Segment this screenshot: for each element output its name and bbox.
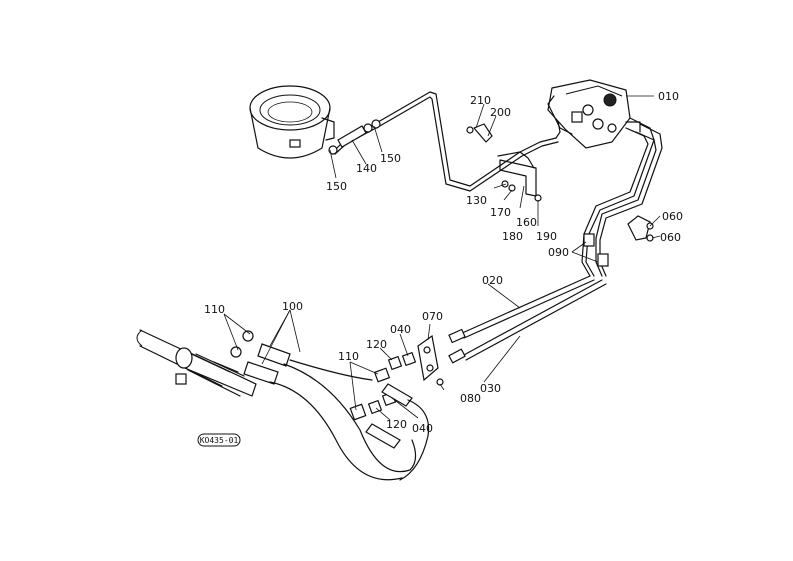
label-040-lower: 040 — [412, 422, 433, 435]
label-200: 200 — [490, 106, 511, 119]
pipe-020 — [459, 275, 595, 339]
fittings-020-030 — [448, 328, 466, 364]
leader-lines — [223, 95, 661, 421]
label-120-lower: 120 — [386, 418, 407, 431]
label-130: 130 — [466, 194, 487, 207]
hoses-100 — [243, 343, 430, 481]
label-060-bottom: 060 — [660, 231, 681, 244]
fittings-040-120-upper — [373, 351, 417, 383]
label-020: 020 — [482, 274, 503, 287]
label-080: 080 — [460, 392, 481, 405]
label-160: 160 — [516, 216, 537, 229]
hose-140 — [337, 125, 367, 148]
label-180: 180 — [502, 230, 523, 243]
bracket-060 — [627, 215, 654, 242]
label-110-left: 110 — [204, 303, 225, 316]
label-010: 010 — [658, 90, 679, 103]
hydraulic-cylinder — [136, 329, 257, 397]
bracket-160 — [497, 151, 542, 202]
hydraulic-tank — [249, 85, 335, 159]
label-190: 190 — [536, 230, 557, 243]
label-090: 090 — [548, 246, 569, 259]
label-030: 030 — [480, 382, 501, 395]
label-170: 170 — [490, 206, 511, 219]
label-140: 140 — [356, 162, 377, 175]
label-060-top: 060 — [662, 210, 683, 223]
plate-070 — [417, 334, 444, 386]
label-120-upper: 120 — [366, 338, 387, 351]
label-070: 070 — [422, 310, 443, 323]
label-210: 210 — [470, 94, 491, 107]
label-150-left: 150 — [326, 180, 347, 193]
control-valve-010 — [547, 79, 641, 149]
pipe-030 — [461, 279, 607, 361]
diagram-code: KO435-01 — [200, 436, 239, 445]
diagram-code-badge: KO435-01 — [197, 433, 241, 447]
label-110-right: 110 — [338, 350, 359, 363]
fittings-040-120-lower — [349, 391, 397, 421]
label-100: 100 — [282, 300, 303, 313]
label-040-upper: 040 — [390, 323, 411, 336]
label-150-right: 150 — [380, 152, 401, 165]
bracket-200 — [466, 123, 493, 143]
